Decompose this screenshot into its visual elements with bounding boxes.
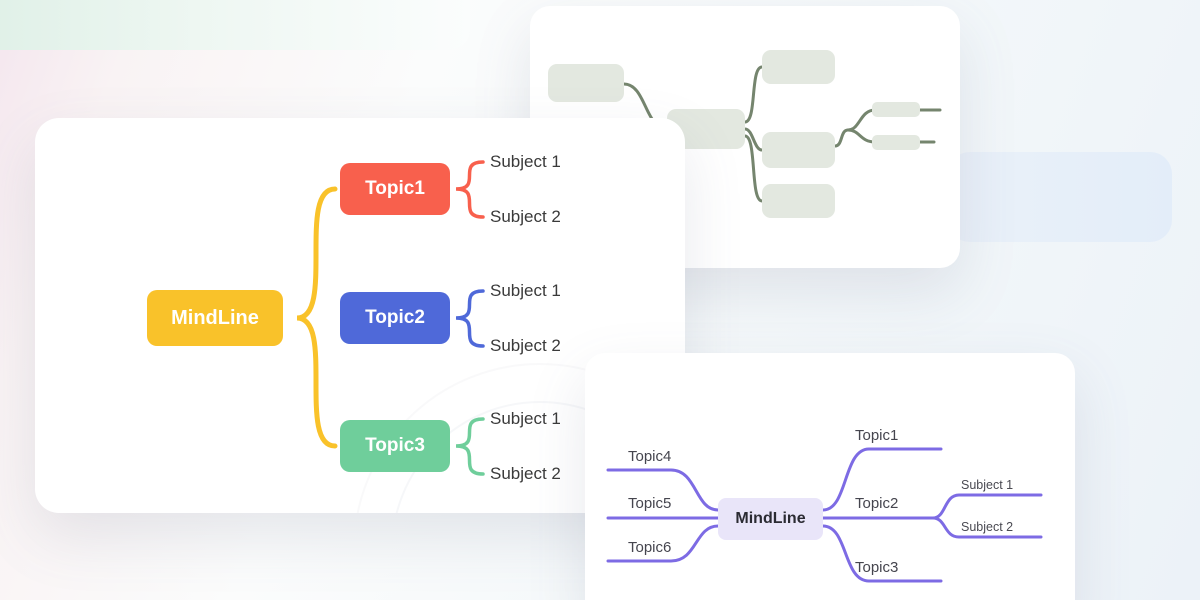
radial-center-node[interactable]: MindLine	[718, 498, 823, 540]
mindmap-topic1-node[interactable]: Topic1	[340, 163, 450, 215]
radial-branch-lines	[606, 447, 1043, 583]
radial-mindmap-card: MindLine Topic4 Topic5 Topic6 Topic1 Top…	[585, 353, 1075, 600]
radial-mindmap-connectors	[606, 447, 1043, 583]
decorative-bar-top-left	[0, 0, 470, 50]
skeleton-placeholder-nodes	[548, 50, 920, 218]
main-mindmap-card: MindLine Topic1 Subject 1 Subject 2 Topi…	[35, 118, 685, 513]
faint-decorative-circle	[356, 363, 685, 513]
topic2-subject2-node[interactable]: Subject 2	[490, 336, 561, 355]
mindmap-connectors	[296, 160, 685, 513]
topic3-subject2-node[interactable]: Subject 2	[490, 464, 561, 483]
decorative-bar-right	[948, 152, 1172, 242]
topic1-subject2-node[interactable]: Subject 2	[490, 207, 561, 226]
topic1-subject1-node[interactable]: Subject 1	[490, 152, 561, 171]
radial-topic1-node[interactable]: Topic1	[855, 427, 899, 444]
topic3-subject1-node[interactable]: Subject 1	[490, 409, 561, 428]
topic2-brace-connector	[455, 289, 485, 348]
mindmap-root-node[interactable]: MindLine	[147, 290, 283, 346]
radial-topic2-node[interactable]: Topic2	[855, 495, 899, 512]
radial-subject2-node[interactable]: Subject 2	[961, 520, 1014, 534]
root-brace-connector	[296, 186, 338, 449]
mindmap-topic3-node[interactable]: Topic3	[340, 420, 450, 472]
radial-subject1-node[interactable]: Subject 1	[961, 478, 1014, 492]
radial-topic3-node[interactable]: Topic3	[855, 559, 899, 576]
radial-topic6-node[interactable]: Topic6	[628, 539, 672, 556]
topic3-brace-connector	[455, 417, 485, 476]
skeleton-mindmap-graphic	[548, 50, 942, 218]
mindmap-topic2-node[interactable]: Topic2	[340, 292, 450, 344]
radial-topic5-node[interactable]: Topic5	[628, 495, 672, 512]
faint-decorative-circle	[395, 401, 685, 513]
topic2-subject1-node[interactable]: Subject 1	[490, 281, 561, 300]
topic1-brace-connector	[455, 160, 485, 219]
radial-topic4-node[interactable]: Topic4	[628, 448, 672, 465]
